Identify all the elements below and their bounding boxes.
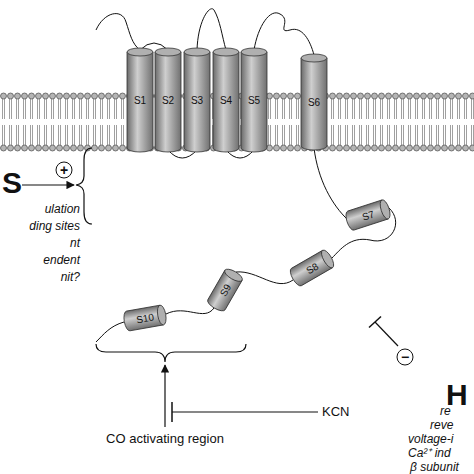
note-text: ulation [45,203,80,215]
helix-cylinder: S3 [184,48,210,152]
note-text: re [440,405,451,417]
helix-cylinder: S6 [301,54,327,150]
helix-cylinder: S5 [241,48,267,152]
helix-label: S6 [301,54,327,150]
note-text: nt [70,237,80,249]
cylinder-cap [156,305,167,326]
inhibition-line [375,322,398,346]
note-text: reve [430,419,453,431]
region-label: CO activating region [106,432,224,445]
linker [166,308,214,314]
sign-symbol: − [401,350,409,364]
sign-circle [397,349,413,365]
helix-cylinder: S4 [213,48,239,152]
note-text: endent [43,254,80,266]
linker [236,272,293,284]
note-text: voltage-i [408,433,453,445]
inhibitor-label: KCN [322,405,349,418]
sign-circle [56,162,72,178]
helix-label: S7 [344,199,392,232]
note-text: nit? [61,271,80,283]
note-text: ding sites [29,220,80,232]
helix-cylinder: S10 [123,305,168,332]
peptide-chain [96,9,396,342]
cylinder-cap [319,248,336,269]
helix-cylinder: S7 [344,199,392,232]
sign-symbol: + [60,163,68,177]
inhibition-bar [171,402,173,422]
extracellular-loop [197,9,226,50]
helix-cylinder: S8 [288,248,336,287]
channel-modulator: S [2,168,22,198]
helix-label: S2 [155,48,181,152]
cylinder-cap [155,48,181,56]
linker [314,148,348,220]
helix-cylinder: S2 [155,48,181,152]
helix-label: S1 [127,48,153,152]
cylinder-cap [223,267,244,284]
note-text: β subunit [410,461,459,473]
note-text: Ca²⁺ ind [408,447,451,459]
helix-cylinder: S1 [127,48,153,152]
cylinder-cap [301,54,327,62]
cylinder-cap [378,199,392,220]
activation-arrow [22,184,74,185]
inhibition-bar [369,317,381,328]
activation-arrow [164,365,165,427]
helix-label: S5 [241,48,267,152]
helix-label: S4 [213,48,239,152]
helix-label: S3 [184,48,210,152]
pore-loop [254,13,314,55]
helix-label: S9 [206,267,244,313]
cylinder-cap [127,48,153,56]
inhibition-line [172,411,318,412]
helix-label: S8 [288,248,336,287]
cylinder-cap [213,48,239,56]
bracket [96,344,246,362]
cylinder-cap [184,48,210,56]
c-terminus [96,322,124,342]
helix-cylinder: S9 [206,267,244,313]
helix-label: S10 [123,305,168,332]
n-terminus [96,14,140,50]
cylinder-cap [241,48,267,56]
